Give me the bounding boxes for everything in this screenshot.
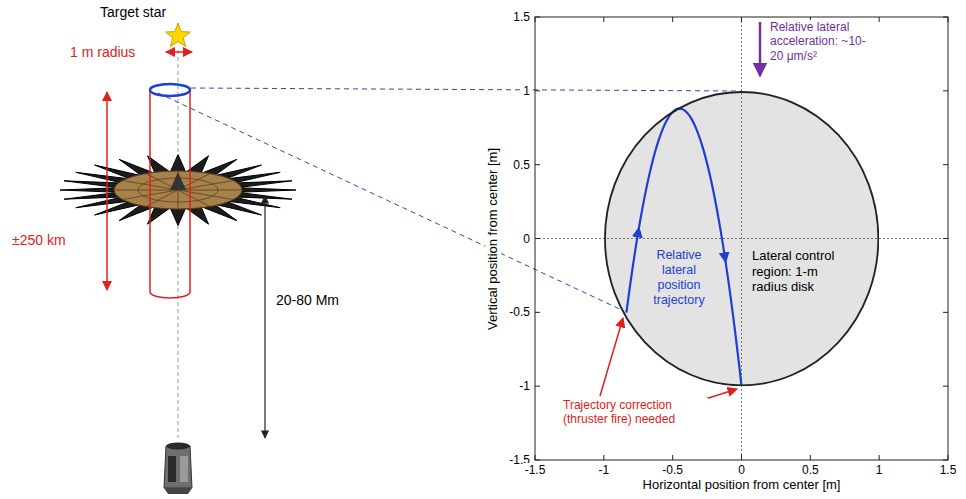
tick-label: -0.5: [661, 463, 684, 477]
tick-label: -0.5: [508, 305, 531, 319]
control-cylinder: [149, 90, 151, 292]
trajectory-label: Relative lateral position trajectory: [643, 248, 715, 308]
dimension-label: ±250 km: [12, 232, 66, 249]
tick-label: -1: [597, 463, 610, 477]
starshade: [60, 155, 296, 226]
axis-title: Horizontal position from center [m]: [643, 477, 841, 493]
tick-label: -1: [518, 379, 531, 393]
control-cylinder: [189, 90, 191, 292]
tick-label: 1: [875, 463, 884, 477]
zoom-leader: [158, 93, 626, 312]
control-region-disk: Relative lateral position trajectory Late…: [604, 91, 879, 386]
tick-label: 0.5: [801, 463, 820, 477]
correction-note: Trajectory correction (thruster fire) ne…: [563, 398, 708, 427]
region-label: Lateral control region: 1-m radius disk: [752, 248, 852, 295]
tick-label: 1: [522, 84, 531, 98]
tick-label: 1.5: [512, 10, 531, 24]
tick-label: 0.5: [512, 157, 531, 171]
tick-label: 1.5: [939, 463, 958, 477]
radius-arrow: [166, 51, 192, 53]
dimension-label: 20-80 Mm: [276, 292, 339, 309]
tick-label: 0: [522, 231, 531, 245]
star-symbol: [166, 23, 191, 47]
length-arrow: [106, 92, 108, 290]
telescope: [164, 443, 192, 495]
tick-label: -1.5: [524, 463, 547, 477]
star-label: Target star: [100, 4, 166, 21]
control-disk-ellipse: [150, 84, 190, 96]
zoom-leader: [191, 88, 741, 91]
chart-plot: [535, 17, 948, 460]
axis-title: Vertical position from center [m]: [485, 145, 501, 331]
acceleration-note: Relative lateral acceleration: ~10-20 μm…: [770, 20, 875, 63]
line-of-sight: [178, 50, 179, 438]
distance-arrow: [264, 196, 265, 438]
control-cylinder: [150, 292, 190, 298]
dimension-label: 1 m radius: [70, 44, 135, 61]
tick-label: 0: [737, 463, 746, 477]
disk-outline: [604, 91, 879, 386]
